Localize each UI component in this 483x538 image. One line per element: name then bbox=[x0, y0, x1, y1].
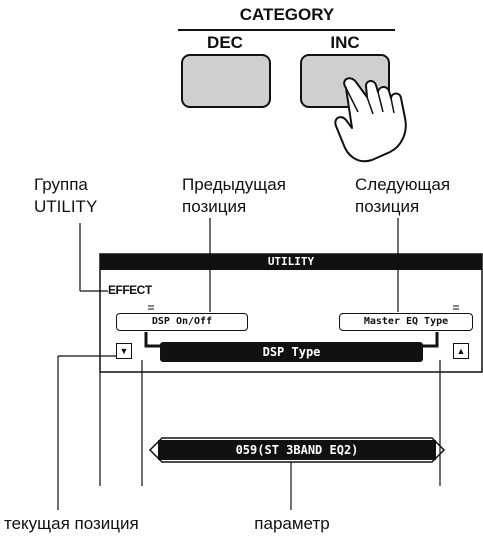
prev-item[interactable]: DSP On/Off bbox=[116, 313, 248, 331]
group-caption-line2: UTILITY bbox=[34, 197, 98, 216]
scroll-down-icon[interactable]: ▼ bbox=[116, 343, 132, 359]
group-caption-line1: Группа bbox=[34, 175, 88, 194]
prev-caption-line1: Предыдущая bbox=[182, 175, 286, 194]
parameter-value: 059(ST 3BAND EQ2) bbox=[158, 440, 436, 460]
parameter-caption: параметр bbox=[254, 514, 330, 533]
current-item-caption: текущая позиция bbox=[4, 514, 139, 533]
scroll-up-icon[interactable]: ▲ bbox=[453, 343, 469, 359]
inc-label: INC bbox=[330, 33, 360, 52]
next-caption-line2: позиция bbox=[355, 197, 420, 216]
prev-caption-line2: позиция bbox=[182, 197, 247, 216]
dec-button[interactable] bbox=[181, 54, 271, 108]
current-item: DSP Type bbox=[160, 342, 423, 362]
group-name: EFFECT bbox=[108, 283, 152, 297]
dec-label: DEC bbox=[207, 33, 243, 52]
category-divider bbox=[178, 29, 395, 31]
category-label: CATEGORY bbox=[239, 5, 335, 24]
next-item[interactable]: Master EQ Type bbox=[339, 313, 473, 331]
display-title: UTILITY bbox=[267, 255, 315, 268]
next-caption-line1: Следующая bbox=[355, 175, 451, 194]
